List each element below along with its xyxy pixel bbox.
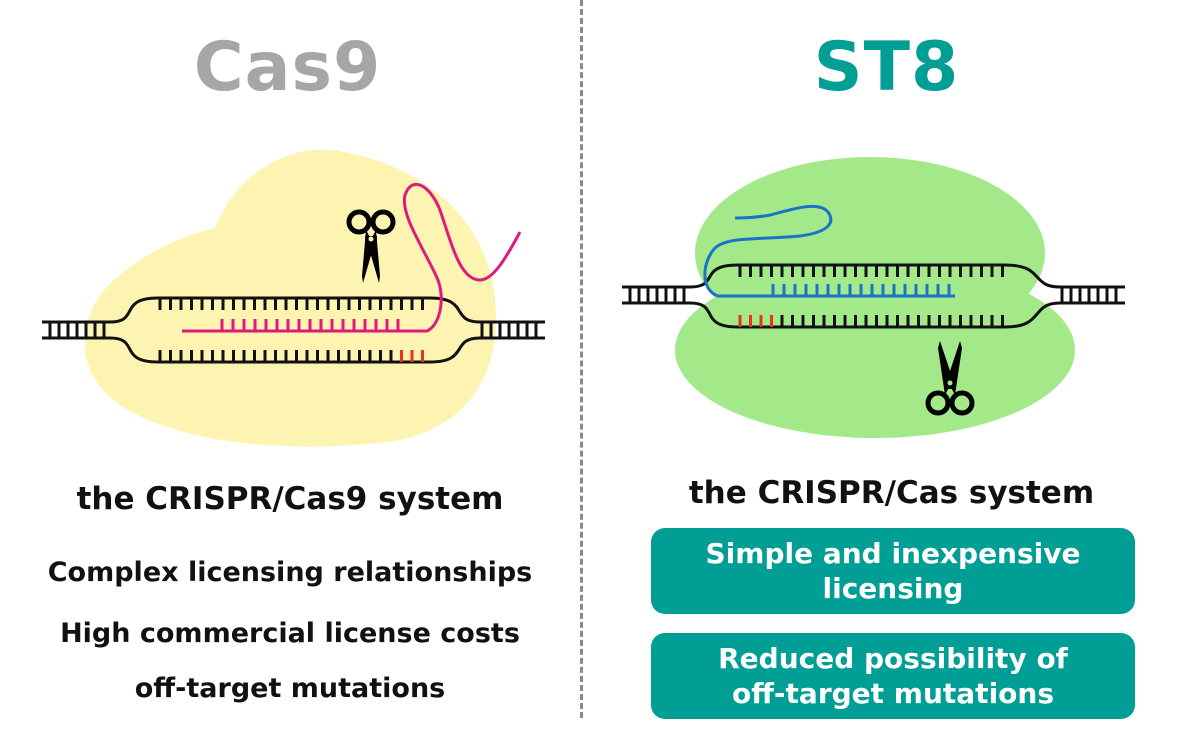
st8-title: ST8 [813,28,960,107]
dna-top-strand [42,296,545,324]
st8-highlight-box: Simple and inexpensive licensing [651,528,1135,614]
dna-top-strand [622,263,1125,289]
panel-divider [580,0,583,718]
dna-bottom-strand [622,301,1125,329]
scissors-icon [346,209,396,283]
st8-highlight-text: Reduced possibility of off-target mutati… [718,642,1068,710]
st8-guide-rna [703,204,955,298]
cas9-guide-rna [182,182,522,333]
st8-dna-diagram [622,263,1125,329]
st8-highlight-text: Simple and inexpensive licensing [705,537,1081,605]
scissors-icon [925,341,975,416]
st8-system-label: the CRISPR/Cas system [688,475,1095,511]
cas9-system-label: the CRISPR/Cas9 system [76,481,504,517]
cas9-point: Complex licensing relationships [47,557,533,588]
cas9-dna-diagram [42,296,545,364]
cas9-point: High commercial license costs [60,618,520,649]
cas9-title: Cas9 [193,28,382,107]
cas9-point: off-target mutations [134,673,446,704]
st8-protein-bottom [675,262,1075,438]
dna-bottom-strand [42,336,545,364]
st8-highlight-box: Reduced possibility of off-target mutati… [651,633,1135,719]
